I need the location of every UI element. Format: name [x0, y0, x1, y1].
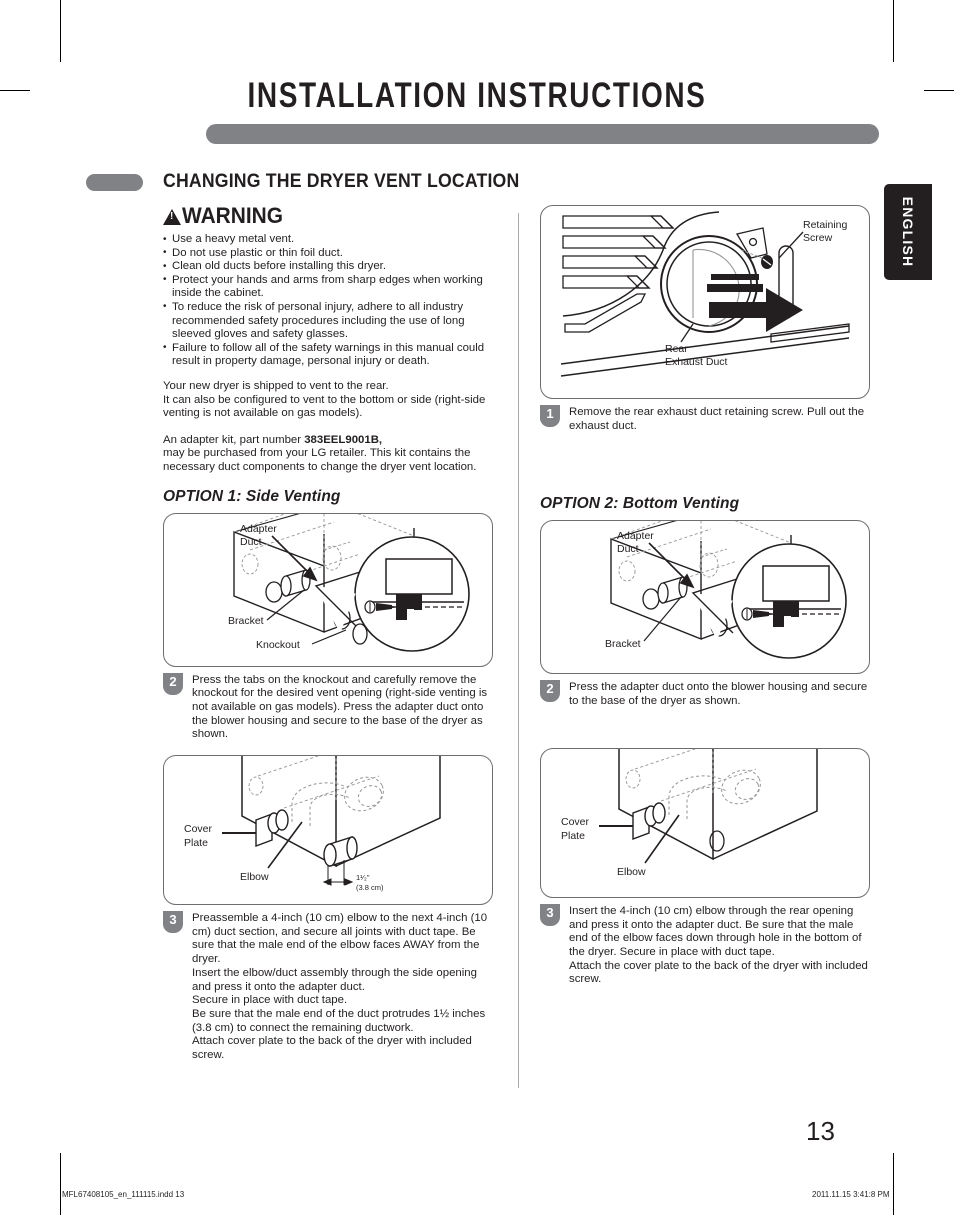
label-adapter-duct-line2: Duct [240, 536, 262, 548]
label-dimension-cm: (3.8 cm) [356, 883, 384, 892]
warning-triangle-icon [163, 209, 181, 225]
option2-figure-bottom-venting: Adapter Duct Bracket [540, 520, 870, 675]
column-divider [518, 213, 519, 1088]
step-number-badge: 3 [540, 903, 560, 926]
label-cover-plate-line2: Plate [184, 837, 208, 849]
option2-figure-1-wrapper: Adapter Duct Bracket [540, 520, 873, 679]
list-item: Use a heavy metal vent. [163, 233, 498, 247]
option2-figure-2-wrapper: Cover Plate Elbow [540, 747, 873, 902]
right-column: Retaining Screw Rear Exhaust Duct 1 Remo… [540, 205, 873, 987]
step-number-badge: 2 [163, 672, 183, 695]
crop-mark-top-right-vertical [893, 0, 894, 62]
crop-mark-top-right-horizontal [924, 90, 954, 91]
option1-heading: OPTION 1: Side Venting [163, 487, 341, 505]
warning-heading: WARNING [163, 205, 498, 227]
footer-rule [893, 1182, 894, 1204]
list-item: Protect your hands and arms from sharp e… [163, 273, 498, 301]
warning-heading-label: WARNING [182, 203, 284, 228]
step-text: Press the adapter duct onto the blower h… [569, 681, 868, 708]
label-dimension-inches: 1¹⁄₂" [356, 873, 370, 882]
adapter-kit-suffix: may be purchased from your LG retailer. … [163, 447, 477, 473]
language-tab-label: ENGLISH [900, 196, 916, 268]
section-heading-label: CHANGING THE DRYER VENT LOCATION [163, 171, 520, 192]
option1-step-2: 2 Press the tabs on the knockout and car… [163, 672, 498, 743]
rear-vent-figure: Retaining Screw Rear Exhaust Duct [540, 205, 870, 399]
adapter-kit-prefix: An adapter kit, part number [163, 433, 305, 446]
list-item: Failure to follow all of the safety warn… [163, 341, 498, 369]
option1-figure-elbow-cover-plate: 1¹⁄₂" (3.8 cm) Cover Plate Elbow [163, 755, 493, 906]
label-cover-plate-line2: Plate [561, 830, 585, 842]
left-column: WARNING Use a heavy metal vent. Do not u… [163, 205, 498, 1063]
label-bracket: Bracket [605, 638, 641, 650]
option2-figure-elbow-cover-plate: Cover Plate Elbow [540, 747, 870, 898]
label-adapter-duct-line2: Duct [617, 543, 639, 555]
section-bullet-marker [86, 173, 143, 191]
option2-heading: OPTION 2: Bottom Venting [540, 495, 740, 513]
step-text: Press the tabs on the knockout and caref… [192, 673, 488, 741]
option2-step-2: 2 Press the adapter duct onto the blower… [540, 680, 872, 708]
page-number: 13 [806, 1116, 835, 1146]
adapter-kit-part-number: 383EEL9001B, [304, 433, 383, 446]
list-item: Do not use plastic or thin foil duct. [163, 246, 498, 261]
footer-file-name: MFL67408105_en_111115.indd 13 [62, 1190, 185, 1199]
step-number-badge: 1 [540, 405, 560, 427]
label-knockout: Knockout [256, 639, 300, 651]
label-adapter-duct-line1: Adapter [240, 523, 277, 535]
step-text: Remove the rear exhaust duct retaining s… [569, 406, 865, 432]
option1-figure-1-wrapper: Adapter Duct Bracket Knockout [163, 512, 496, 671]
crop-mark-bottom-left-vertical [60, 1153, 61, 1215]
step-text: Insert the 4-inch (10 cm) elbow through … [569, 904, 868, 986]
label-cover-plate-line1: Cover [561, 816, 590, 828]
option2-step-3: 3 Insert the 4-inch (10 cm) elbow throug… [540, 903, 872, 987]
label-rear-exhaust-duct-line1: Rear [665, 343, 688, 355]
label-cover-plate-line1: Cover [184, 823, 213, 835]
step-number-badge: 3 [163, 911, 183, 934]
section-heading: CHANGING THE DRYER VENT LOCATION [86, 171, 546, 193]
label-elbow: Elbow [617, 866, 646, 878]
warning-bullet-list: Use a heavy metal vent. Do not use plast… [163, 233, 498, 369]
label-bracket: Bracket [228, 615, 264, 627]
label-retaining-screw-line1: Retaining [803, 219, 848, 231]
label-retaining-screw-line2: Screw [803, 232, 833, 244]
option1-figure-2-wrapper: 1¹⁄₂" (3.8 cm) Cover Plate Elbow [163, 755, 496, 910]
title-underbar [206, 124, 879, 144]
language-tab: ENGLISH [884, 184, 932, 280]
crop-mark-top-left-horizontal [0, 90, 30, 91]
intro-paragraph-2: An adapter kit, part number 383EEL9001B,… [163, 434, 498, 475]
rear-vent-figure-wrapper: Retaining Screw Rear Exhaust Duct [540, 205, 873, 403]
list-item: To reduce the risk of personal injury, a… [163, 300, 498, 342]
intro-paragraph-1: Your new dryer is shipped to vent to the… [163, 379, 486, 420]
footer-timestamp: 2011.11.15 3:41:8 PM [812, 1190, 890, 1199]
step-text: Preassemble a 4-inch (10 cm) elbow to th… [192, 912, 488, 1062]
list-item: Clean old ducts before installing this d… [163, 260, 498, 274]
rear-vent-step-1: 1 Remove the rear exhaust duct retaining… [540, 405, 872, 433]
label-adapter-duct-line1: Adapter [617, 530, 654, 542]
option1-figure-side-venting: Adapter Duct Bracket Knockout [163, 512, 493, 667]
crop-mark-top-left-vertical [60, 0, 61, 62]
label-rear-exhaust-duct-line2: Exhaust Duct [665, 356, 728, 368]
option1-step-3: 3 Preassemble a 4-inch (10 cm) elbow to … [163, 911, 498, 1063]
step-number-badge: 2 [540, 680, 560, 703]
page-title: INSTALLATION INSTRUCTIONS [247, 76, 707, 115]
label-elbow: Elbow [240, 871, 269, 883]
